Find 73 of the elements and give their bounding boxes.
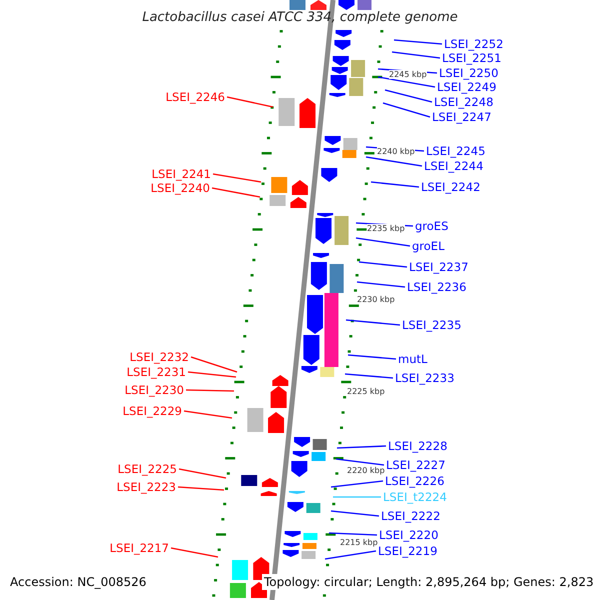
leader-line — [366, 156, 422, 167]
gene-label: LSEI_2242 — [421, 179, 480, 195]
leader-line — [170, 547, 218, 558]
gene-label: LSEI_t2224 — [383, 489, 447, 505]
title: Lactobacillus casei ATCC 334, complete genome — [141, 10, 459, 26]
leader-line — [392, 51, 440, 59]
genome-info: Topology: circular; Length: 2,895,264 bp; Genes: 2,823 — [262, 574, 596, 590]
position-label: 2230 kbp — [357, 295, 395, 304]
gene-label: LSEI_2248 — [434, 94, 494, 110]
accession-label: Accession: NC_008526 — [10, 574, 146, 590]
leader-line — [330, 510, 380, 517]
leader-line — [336, 458, 384, 466]
position-label: 2240 kbp — [377, 147, 415, 156]
leader-line — [336, 445, 386, 449]
gene-label: groES — [415, 218, 448, 234]
gene-label: LSEI_2252 — [444, 36, 504, 52]
leader-line — [330, 480, 384, 488]
gene-label: LSEI_2245 — [426, 143, 486, 159]
gene-label: LSEI_2232 — [130, 349, 189, 365]
gene-label: LSEI_2235 — [402, 317, 462, 333]
gene-label: LSEI_2247 — [432, 109, 492, 125]
gene-label: LSEI_2237 — [409, 259, 468, 275]
leader-line — [356, 237, 410, 247]
leader-line — [382, 102, 430, 118]
leader-line — [212, 187, 260, 198]
gene-label: LSEI_2249 — [437, 79, 496, 95]
gene-label: mutL — [398, 351, 428, 367]
gene-label: LSEI_2225 — [118, 461, 177, 477]
gene-label: LSEI_2240 — [150, 180, 210, 196]
leader-line — [358, 261, 408, 268]
gene-label: groEL — [412, 238, 444, 254]
gene-label: LSEI_2251 — [442, 50, 502, 66]
leader-line — [344, 373, 394, 379]
gene-label: LSEI_2227 — [386, 457, 446, 473]
position-label: 2245 kbp — [389, 70, 427, 79]
leader-line — [184, 410, 232, 419]
gene-label: LSEI_2228 — [388, 438, 448, 454]
leader-line — [333, 496, 381, 498]
leader-line — [178, 468, 226, 479]
gene-label: LSEI_2233 — [395, 370, 454, 386]
leader-line — [370, 181, 420, 188]
gene-label: LSEI_2217 — [110, 540, 169, 556]
gene-label: LSEI_2229 — [122, 403, 182, 419]
position-label: 2215 kbp — [340, 538, 378, 547]
leader-line — [186, 389, 234, 392]
gene-label: LSEI_2226 — [385, 473, 444, 489]
position-label: 2220 kbp — [347, 466, 385, 475]
leader-line — [378, 76, 436, 88]
leader-line — [346, 319, 400, 326]
leader-line — [178, 486, 224, 491]
leader-line — [394, 39, 442, 45]
gene-label: LSEI_2246 — [166, 89, 225, 105]
gene-label: LSEI_2241 — [152, 166, 211, 182]
leader-line — [348, 354, 396, 360]
position-label: 2235 kbp — [367, 224, 405, 233]
gene-label: LSEI_2230 — [124, 382, 184, 398]
leader-line — [212, 173, 262, 183]
leader-line — [226, 96, 274, 108]
leader-line — [324, 550, 376, 560]
gene-label: LSEI_2244 — [424, 158, 484, 174]
leader-line — [356, 281, 406, 288]
gene-label: LSEI_2236 — [407, 279, 466, 295]
leader-line — [190, 356, 238, 373]
position-label: 2225 kbp — [347, 387, 385, 396]
gene-label: LSEI_2223 — [116, 479, 176, 495]
leader-line — [188, 371, 236, 378]
leader-line — [328, 532, 378, 536]
leader-line — [384, 89, 432, 103]
gene-label: LSEI_2220 — [379, 527, 438, 543]
gene-label: LSEI_2250 — [439, 65, 498, 81]
gene-label: LSEI_2219 — [378, 543, 438, 559]
gene-label: LSEI_2231 — [126, 364, 186, 380]
gene-label: LSEI_2222 — [381, 508, 440, 524]
